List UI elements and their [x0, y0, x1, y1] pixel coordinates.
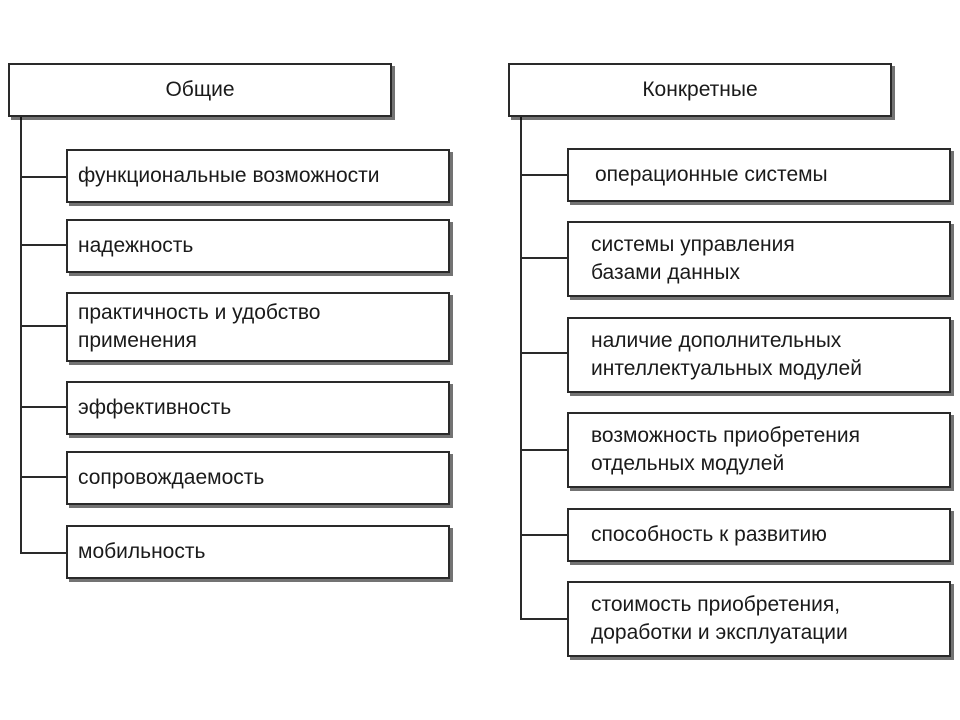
left-item-box: мобильность	[66, 525, 450, 579]
right-item-label: операционные системы	[595, 163, 828, 186]
left-item-label: эффективность	[78, 396, 232, 419]
right-item-box: операционные системы	[567, 148, 951, 202]
right-item-label: стоимость приобретения, доработки и эксп…	[591, 593, 848, 644]
left-group-header: Общие	[8, 63, 392, 117]
right-item-box: способность к развитию	[567, 508, 951, 562]
left-item-label: мобильность	[78, 540, 206, 563]
right-item-box: возможность приобретения отдельных модул…	[567, 412, 951, 488]
left-item-label: функциональные возможности	[78, 164, 380, 187]
right-item-box: стоимость приобретения, доработки и эксп…	[567, 581, 951, 657]
left-item-box: эффективность	[66, 381, 450, 435]
left-item-box: практичность и удобство применения	[66, 292, 450, 362]
right-item-label: системы управления базами данных	[591, 233, 795, 284]
right-item-label: наличие дополнительных интеллектуальных …	[591, 329, 862, 380]
right-item-box: наличие дополнительных интеллектуальных …	[567, 317, 951, 393]
right-group-title: Конкретные	[642, 78, 758, 101]
right-item-label: способность к развитию	[591, 523, 827, 546]
left-item-label: сопровождаемость	[78, 466, 265, 489]
left-item-box: функциональные возможности	[66, 149, 450, 203]
left-item-box: сопровождаемость	[66, 451, 450, 505]
left-item-box: надежность	[66, 219, 450, 273]
left-group-title: Общие	[165, 78, 235, 101]
left-item-label: практичность и удобство применения	[78, 301, 321, 352]
left-item-label: надежность	[78, 234, 194, 257]
right-group-header: Конкретные	[508, 63, 892, 117]
right-item-label: возможность приобретения отдельных модул…	[591, 424, 861, 475]
right-item-box: системы управления базами данных	[567, 221, 951, 297]
